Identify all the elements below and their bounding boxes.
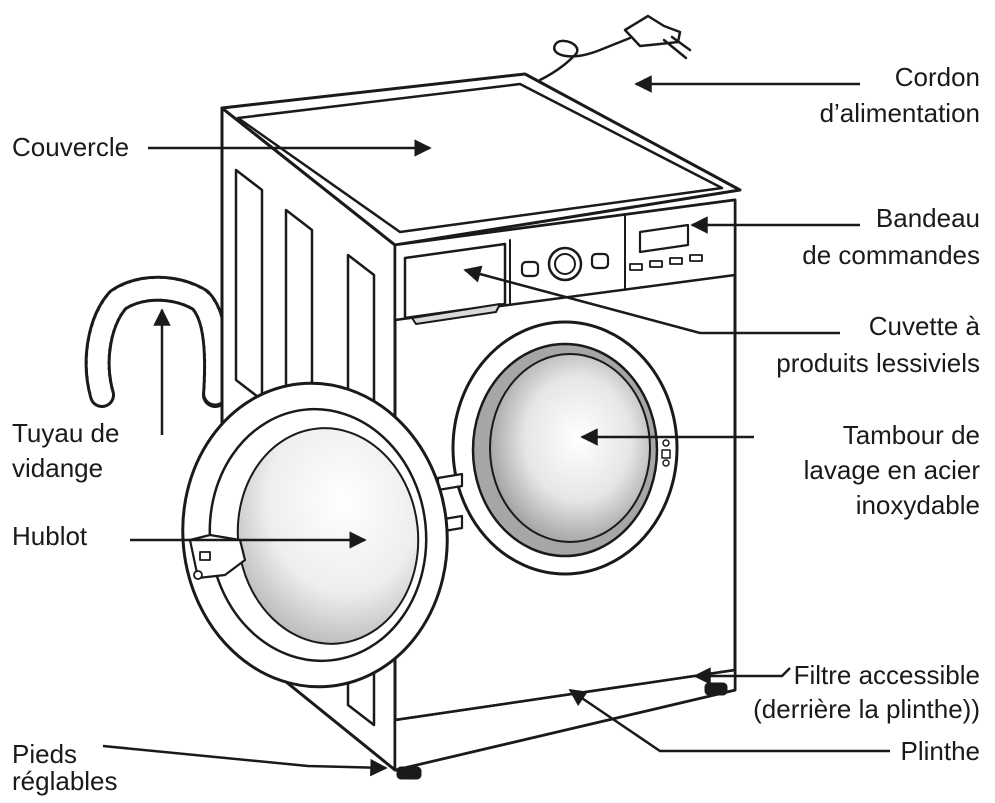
label-cordon-2: d’alimentation (819, 98, 980, 128)
leader-pieds (102, 744, 388, 777)
label-cordon-1: Cordon (894, 62, 980, 92)
label-filtre-2: (derrière la plinthe)) (753, 694, 980, 724)
drain-hose (84, 275, 230, 408)
leader-filtre (693, 667, 791, 685)
label-tuyau-1: Tuyau de (12, 418, 120, 448)
leader-cuvette (463, 265, 840, 335)
side-rib-2 (284, 208, 314, 412)
label-cuvette-2: produits lessiviels (776, 348, 980, 378)
display (638, 223, 690, 254)
detergent-drawer (403, 242, 507, 320)
label-pieds-2: réglables (12, 766, 118, 796)
drum (489, 353, 651, 543)
label-tambour-2: lavage en acier (803, 455, 980, 485)
foot-front-left (396, 766, 422, 780)
leader-plinthe (568, 688, 890, 753)
power-cord (538, 14, 692, 82)
label-pieds-1: Pieds (12, 739, 78, 769)
label-plinthe: Plinthe (900, 736, 981, 766)
side-rib-1 (234, 168, 264, 402)
label-couvercle: Couvercle (12, 132, 130, 162)
label-tuyau-2: vidange (12, 453, 104, 483)
label-bandeau-2: de commandes (802, 240, 980, 270)
label-bandeau-1: Bandeau (875, 203, 980, 233)
label-cuvette-1: Cuvette à (868, 311, 980, 341)
label-tambour-3: inoxydable (855, 490, 980, 520)
label-filtre-1: Filtre accessible (793, 660, 980, 690)
porthole-door (181, 381, 449, 689)
foot-front-right (704, 682, 728, 696)
label-tambour-1: Tambour de (842, 420, 980, 450)
label-hublot: Hublot (12, 521, 88, 551)
lid-inner (236, 82, 724, 234)
